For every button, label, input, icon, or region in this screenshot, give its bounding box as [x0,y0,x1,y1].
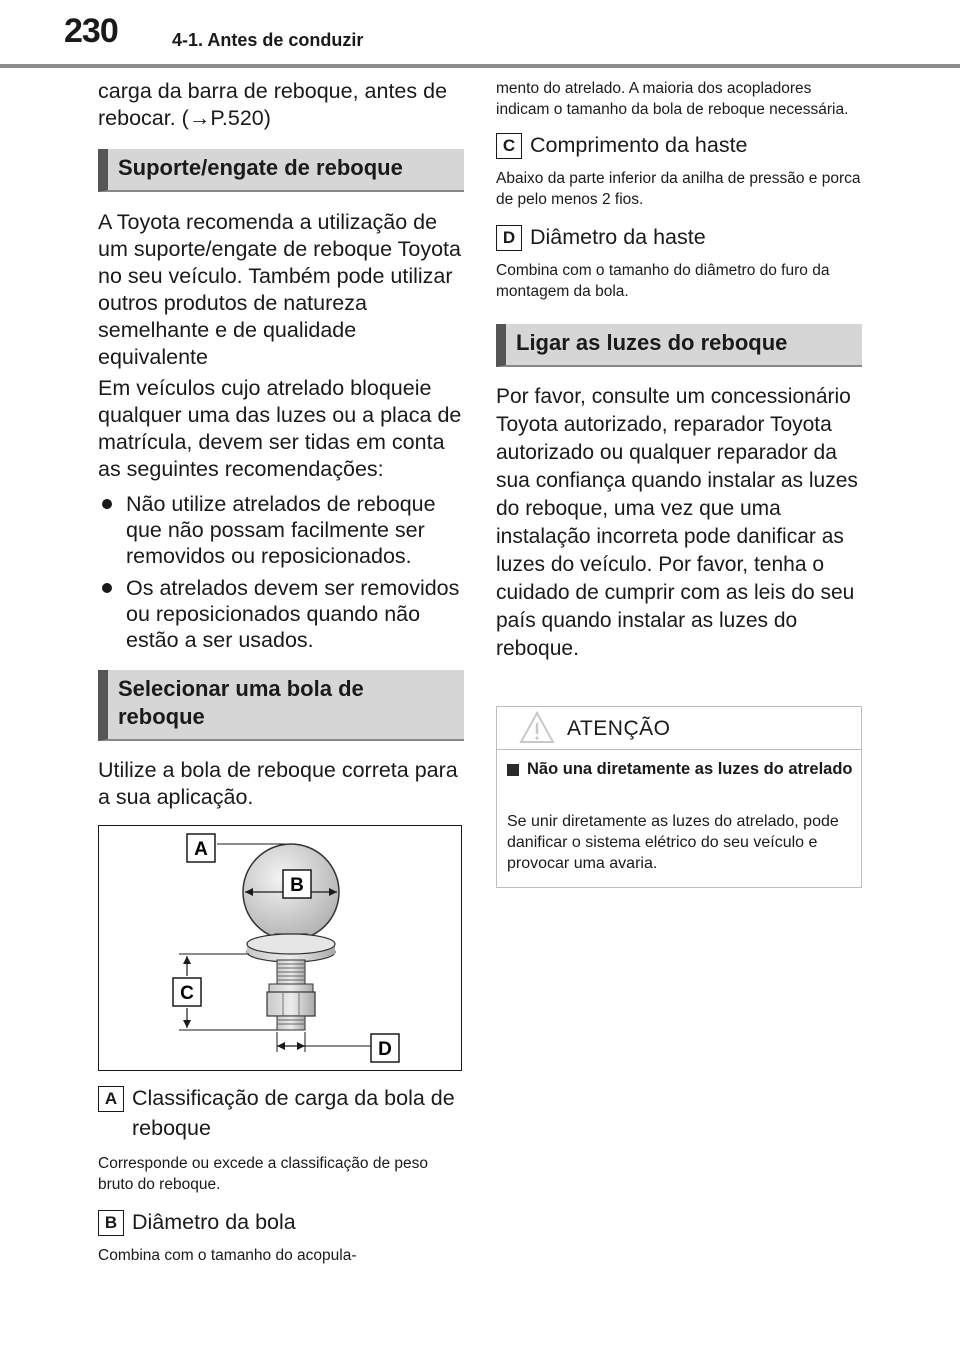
section-title: 4-1. Antes de conduzir [172,30,364,50]
warning-title: ATENÇÃO [567,717,671,740]
svg-text:A: A [194,839,208,860]
intro-text: carga da barra de reboque, antes de rebo… [98,79,448,130]
warning-subtitle: Não una diretamente as luzes do atrelado [507,759,867,780]
recommendation-list: Não utilize atrelados de reboque que não… [98,491,464,653]
paragraph-trailer-lights: Por favor, consulte um concessionário To… [496,385,858,660]
label-d-box: D [496,225,522,251]
tow-ball-illustration: A B C D [172,833,400,1063]
svg-text:B: B [290,875,304,896]
heading-luzes: Ligar as luzes do reboque [496,324,862,367]
warning-triangle-icon [519,711,555,743]
item-c-desc: Abaixo da parte inferior da anilha de pr… [496,170,861,208]
paragraph-lights: Em veículos cujo atrelado bloqueie qualq… [98,376,462,481]
warning-header: ATENÇÃO [497,707,861,750]
figure-label-c: C [172,977,202,1007]
continuation-text: mento do atrelado. A maioria dos acoplad… [496,80,849,118]
paragraph-select-ball: Utilize a bola de reboque correta para a… [98,758,458,809]
item-b: B Diâmetro da bola [98,1207,464,1237]
item-b-title: Diâmetro da bola [132,1210,296,1234]
heading-bola: Selecionar uma bola de reboque [98,670,464,741]
list-item: Os atrelados devem ser removidos ou repo… [98,575,464,653]
tow-ball-figure: A B C D [98,825,462,1071]
item-a-title: Classificação de carga da bola de reboqu… [132,1086,455,1140]
header-rule [0,64,960,68]
heading-suporte: Suporte/engate de reboque [98,149,464,192]
item-c: C Comprimento da haste [496,130,862,160]
item-c-title: Comprimento da haste [530,133,748,157]
label-a-box: A [98,1086,124,1112]
list-item: Não utilize atrelados de reboque que não… [98,491,464,569]
item-a: A Classificação de carga da bola de rebo… [98,1083,464,1143]
bullet-icon [102,499,112,509]
label-b-box: B [98,1210,124,1236]
item-d-desc: Combina com o tamanho do diâmetro do fur… [496,262,830,300]
warning-box: ATENÇÃO Não una diretamente as luzes do … [496,706,862,888]
square-bullet-icon [507,764,519,776]
figure-label-a: A [186,833,216,863]
figure-label-b: B [282,869,312,899]
left-column: carga da barra de reboque, antes de rebo… [98,78,464,1266]
page-number: 230 [64,12,119,50]
item-d-title: Diâmetro da haste [530,225,706,249]
bullet-icon [102,583,112,593]
svg-text:C: C [180,983,194,1004]
svg-text:D: D [378,1039,392,1060]
paragraph-recommendation: A Toyota recomenda a utilização de um su… [98,210,461,369]
right-column: mento do atrelado. A maioria dos acoplad… [496,78,862,663]
item-b-desc: Combina com o tamanho do acopula- [98,1247,357,1264]
warning-text: Se unir diretamente as luzes do atrelado… [507,813,839,872]
label-c-box: C [496,133,522,159]
item-d: D Diâmetro da haste [496,222,862,252]
item-a-desc: Corresponde ou excede a classificação de… [98,1155,429,1193]
figure-label-d: D [370,1033,400,1063]
